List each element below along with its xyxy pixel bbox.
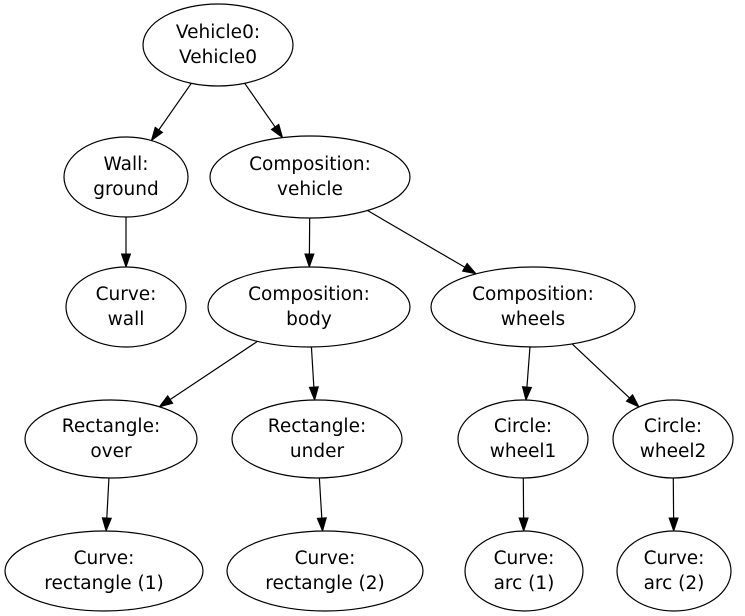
node-label-line: under bbox=[290, 441, 345, 462]
node-label-line: wheels bbox=[501, 309, 565, 330]
edge-line bbox=[571, 343, 630, 399]
edge-line bbox=[318, 477, 323, 519]
node-vehicle0: Vehicle0: Vehicle0 bbox=[142, 3, 294, 87]
node-ellipse bbox=[616, 530, 732, 612]
node-ellipse bbox=[430, 266, 636, 348]
edge-line bbox=[310, 346, 315, 388]
node-label-line: Composition: bbox=[248, 284, 370, 305]
node-label-line: arc (2) bbox=[644, 573, 705, 594]
node-ellipse bbox=[142, 3, 294, 87]
node-label-line: ground bbox=[93, 179, 158, 200]
node-label-line: wheel1 bbox=[490, 441, 557, 462]
edge-vehicle0-to-composition-vehicle bbox=[244, 82, 284, 139]
arrowhead-icon bbox=[625, 393, 641, 408]
edge-circle-wheel2-to-curve-arc-2 bbox=[668, 477, 679, 533]
node-label-line: Vehicle0: bbox=[176, 22, 260, 43]
edge-composition-body-to-rectangle-under bbox=[308, 346, 320, 402]
arrowhead-icon bbox=[521, 386, 533, 402]
node-composition-wheels: Composition: wheels bbox=[430, 266, 636, 348]
node-ellipse bbox=[209, 135, 411, 219]
edge-line bbox=[526, 346, 531, 388]
node-ellipse bbox=[457, 399, 589, 479]
edge-composition-body-to-rectangle-over bbox=[158, 340, 258, 408]
arrowhead-icon bbox=[101, 517, 113, 533]
node-label-line: arc (1) bbox=[494, 573, 555, 594]
node-ellipse bbox=[612, 399, 734, 479]
edge-wall-ground-to-curve-wall bbox=[120, 217, 132, 269]
edge-vehicle0-to-wall-ground bbox=[150, 82, 192, 142]
node-ellipse bbox=[207, 266, 411, 348]
node-composition-vehicle: Composition: vehicle bbox=[209, 135, 411, 219]
node-label-line: Circle: bbox=[644, 416, 702, 437]
node-curve-rectangle-1: Curve: rectangle (1) bbox=[4, 530, 204, 612]
node-label-line: Curve: bbox=[295, 548, 356, 569]
node-label-line: over bbox=[90, 441, 132, 462]
node-curve-arc-1: Curve: arc (1) bbox=[464, 530, 584, 612]
node-curve-rectangle-2: Curve: rectangle (2) bbox=[226, 530, 424, 612]
node-label-line: Wall: bbox=[104, 154, 149, 175]
node-label-line: Composition: bbox=[472, 284, 594, 305]
node-label-line: wall bbox=[108, 309, 145, 330]
node-ellipse bbox=[464, 530, 584, 612]
node-label-line: Rectangle: bbox=[62, 416, 160, 437]
arrowhead-icon bbox=[461, 262, 478, 275]
node-ellipse bbox=[24, 399, 198, 479]
arrowhead-icon bbox=[308, 386, 320, 402]
node-label-line: rectangle (1) bbox=[44, 573, 163, 594]
node-label-line: Curve: bbox=[644, 548, 705, 569]
node-composition-body: Composition: body bbox=[207, 266, 411, 348]
node-label-line: Curve: bbox=[494, 548, 555, 569]
edge-rectangle-over-to-curve-rectangle-1 bbox=[101, 477, 113, 533]
edge-composition-wheels-to-circle-wheel1 bbox=[521, 346, 533, 402]
arrowhead-icon bbox=[668, 517, 679, 533]
node-label-line: Composition: bbox=[249, 154, 371, 175]
node-wall-ground: Wall: ground bbox=[63, 136, 189, 218]
arrowhead-icon bbox=[120, 253, 132, 269]
node-label-line: Curve: bbox=[74, 548, 135, 569]
node-label-line: Curve: bbox=[96, 284, 157, 305]
node-rectangle-over: Rectangle: over bbox=[24, 399, 198, 479]
arrowhead-icon bbox=[150, 126, 164, 142]
edge-rectangle-under-to-curve-rectangle-2 bbox=[316, 477, 327, 533]
node-label-line: Vehicle0 bbox=[179, 47, 257, 68]
node-label-line: Rectangle: bbox=[268, 416, 366, 437]
node-ellipse bbox=[226, 530, 424, 612]
edge-line bbox=[244, 82, 276, 128]
arrowhead-icon bbox=[304, 253, 315, 269]
node-label-line: rectangle (2) bbox=[265, 573, 384, 594]
node-rectangle-under: Rectangle: under bbox=[231, 399, 403, 479]
edge-line bbox=[106, 477, 110, 519]
edge-line bbox=[158, 82, 192, 131]
node-curve-arc-2: Curve: arc (2) bbox=[616, 530, 732, 612]
node-label-line: Circle: bbox=[494, 416, 552, 437]
edge-composition-vehicle-to-composition-body bbox=[304, 217, 315, 269]
node-ellipse bbox=[4, 530, 204, 612]
edge-line bbox=[169, 340, 258, 401]
node-ellipse bbox=[63, 136, 189, 218]
edge-line bbox=[367, 210, 466, 268]
arrowhead-icon bbox=[518, 517, 529, 533]
node-circle-wheel1: Circle: wheel1 bbox=[457, 399, 589, 479]
arrowhead-icon bbox=[316, 517, 327, 533]
node-circle-wheel2: Circle: wheel2 bbox=[612, 399, 734, 479]
node-label-line: body bbox=[286, 309, 332, 330]
node-ellipse bbox=[65, 266, 187, 348]
node-ellipse bbox=[231, 399, 403, 479]
arrowhead-icon bbox=[158, 394, 174, 408]
edge-composition-vehicle-to-composition-wheels bbox=[367, 210, 478, 275]
node-label-line: vehicle bbox=[277, 179, 343, 200]
arrowhead-icon bbox=[270, 123, 284, 139]
node-label-line: wheel2 bbox=[640, 441, 707, 462]
edge-composition-wheels-to-circle-wheel2 bbox=[571, 343, 641, 408]
node-curve-wall: Curve: wall bbox=[65, 266, 187, 348]
edge-circle-wheel1-to-curve-arc-1 bbox=[518, 477, 529, 533]
